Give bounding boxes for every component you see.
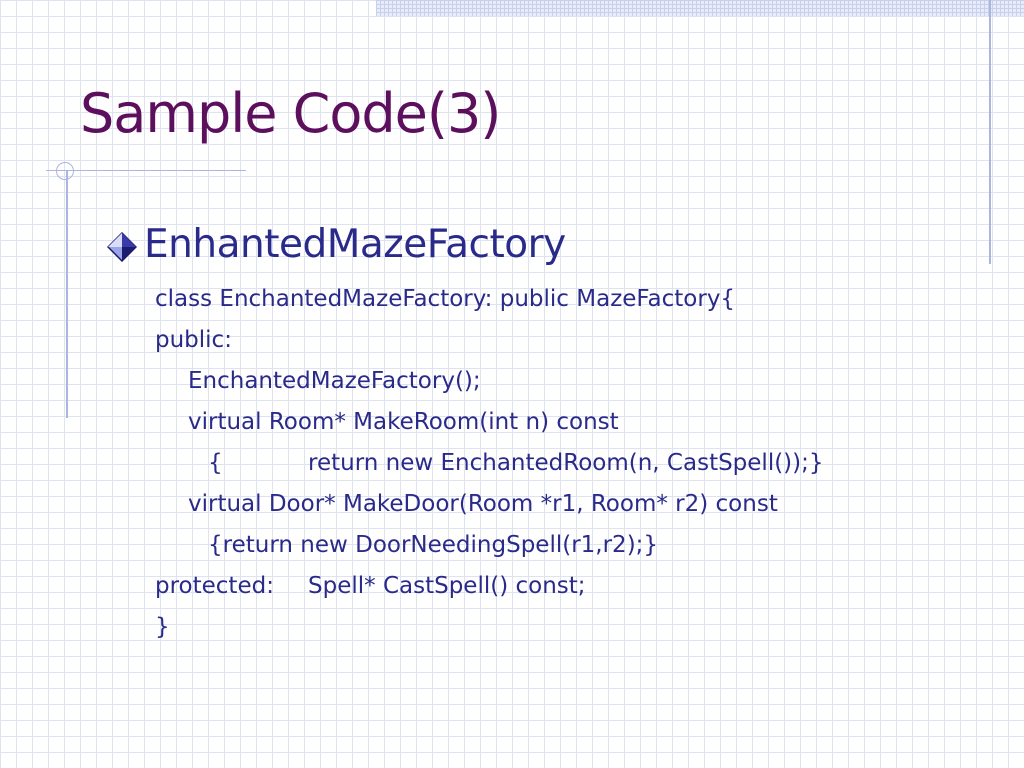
title-underline-rule (46, 170, 246, 171)
left-vertical-rule (66, 170, 68, 418)
code-protected-member: Spell* CastSpell() const; (308, 573, 586, 599)
code-line: virtual Door* MakeDoor(Room *r1, Room* r… (188, 491, 778, 517)
code-return-statement: return new EnchantedRoom(n, CastSpell())… (308, 450, 824, 476)
top-decorative-band (376, 0, 1024, 16)
code-protected-keyword: protected: (155, 573, 274, 599)
bullet-heading: EnhantedMazeFactory (144, 222, 566, 267)
right-vertical-rule (989, 0, 991, 264)
code-line: public: (155, 327, 232, 353)
diamond-bullet-icon (107, 232, 137, 262)
slide-title: Sample Code(3) (80, 82, 501, 145)
code-line: {return new DoorNeedingSpell(r1,r2);} (208, 532, 659, 558)
code-line: EnchantedMazeFactory(); (188, 368, 481, 394)
code-line: { return new EnchantedRoom(n, CastSpell(… (208, 450, 824, 544)
code-line: virtual Room* MakeRoom(int n) const (188, 409, 619, 435)
ring-ornament-icon (56, 162, 74, 180)
code-line: class EnchantedMazeFactory: public MazeF… (155, 286, 736, 312)
code-open-brace: { (208, 450, 223, 476)
code-line: protected: Spell* CastSpell() const; (155, 575, 586, 667)
code-line: } (155, 614, 170, 640)
